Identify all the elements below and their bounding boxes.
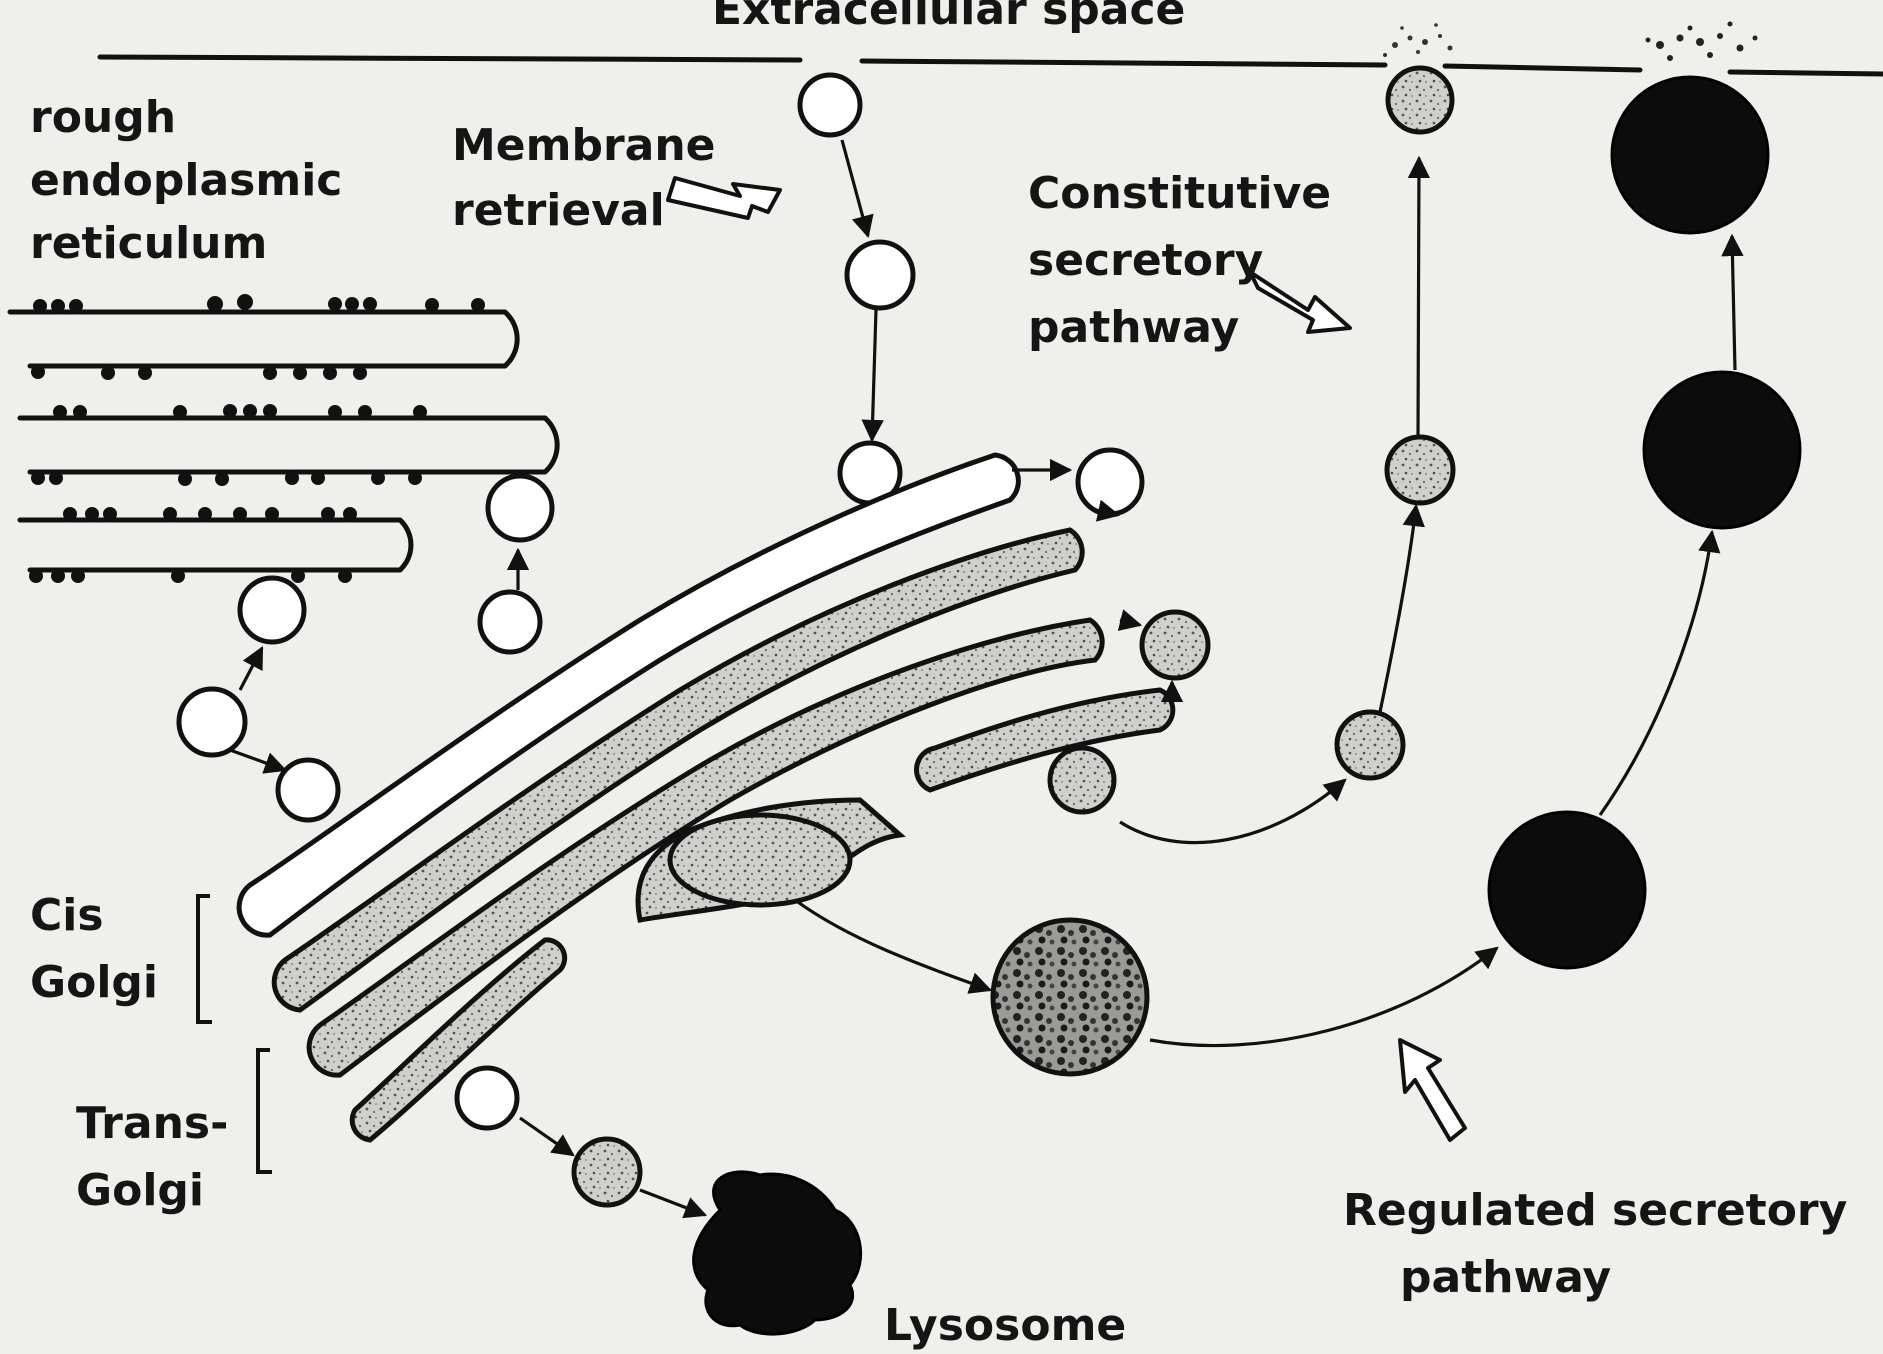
label-membrane-retrieval-line2: retrieval	[452, 185, 665, 236]
plasma-membrane	[100, 57, 1883, 74]
constitutive-vesicle	[1142, 612, 1208, 678]
membrane-retrieval-pointer	[668, 178, 780, 218]
golgi-bud-vesicle	[480, 592, 540, 652]
label-trans-golgi-line2: Golgi	[76, 1165, 204, 1216]
label-constitutive-line1: Constitutive	[1028, 168, 1331, 219]
constitutive-vesicle	[1387, 437, 1453, 503]
er-bud-vesicle	[240, 578, 304, 642]
label-cis-golgi-line2: Golgi	[30, 957, 158, 1008]
cis-golgi-bracket	[198, 896, 212, 1022]
condensing-vacuole-body	[670, 815, 850, 905]
label-regulated-line1: Regulated secretory	[1343, 1185, 1847, 1236]
fusing-secretory-granule	[1612, 77, 1768, 233]
fusing-constitutive-vesicle	[1388, 68, 1452, 132]
immature-secretory-granule	[993, 920, 1147, 1074]
rough-er	[10, 312, 557, 570]
label-membrane-retrieval-line1: Membrane	[452, 120, 716, 171]
golgi-bud-vesicle	[278, 760, 338, 820]
lysosomal-vesicle	[574, 1139, 640, 1205]
golgi-bud-stippled	[457, 1068, 517, 1128]
secretory-granule	[1489, 812, 1645, 968]
label-rough-er-line2: endoplasmic	[30, 155, 342, 206]
label-lysosome: Lysosome	[884, 1300, 1126, 1351]
label-cis-golgi-line1: Cis	[30, 890, 104, 941]
label-regulated-line2: pathway	[1400, 1252, 1611, 1303]
transport-vesicle	[847, 242, 913, 308]
label-extracellular-space: Extracellular space	[712, 0, 1185, 35]
label-rough-er-line3: reticulum	[30, 218, 267, 269]
label-trans-golgi-line1: Trans-	[76, 1098, 228, 1149]
secretory-granule	[1644, 372, 1800, 528]
trans-golgi-cisterna	[917, 690, 1173, 790]
label-rough-er-line1: rough	[30, 92, 176, 143]
transport-vesicle	[179, 689, 245, 755]
constitutive-pathway-pointer	[1250, 272, 1350, 332]
golgi-exit-vesicle	[1078, 450, 1142, 514]
trans-golgi-bracket	[258, 1050, 272, 1172]
constitutive-vesicle	[1337, 712, 1403, 778]
regulated-pathway-pointer	[1400, 1040, 1465, 1140]
label-constitutive-line2: secretory	[1028, 235, 1263, 286]
ribosomes	[29, 294, 485, 583]
er-bud-vesicle	[488, 476, 552, 540]
released-granule-content	[1646, 22, 1758, 62]
golgi-bud-stippled	[1050, 748, 1114, 812]
endocytic-vesicle-pit	[800, 75, 860, 135]
label-constitutive-line3: pathway	[1028, 302, 1239, 353]
secreted-material-spray	[1383, 23, 1453, 57]
lysosome-body	[694, 1172, 861, 1334]
